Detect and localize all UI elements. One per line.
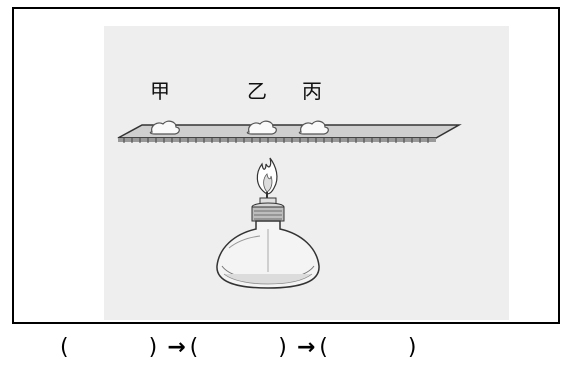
flame-icon bbox=[256, 157, 278, 198]
alcohol-lamp bbox=[216, 220, 320, 289]
close-paren-1: ) bbox=[148, 334, 158, 360]
wax-blob-a bbox=[149, 120, 180, 135]
open-paren-3: ( bbox=[319, 334, 328, 360]
open-paren-1: ( bbox=[60, 334, 69, 360]
close-paren-2: ) bbox=[278, 334, 287, 360]
experiment-illustration: 甲 乙 丙 bbox=[104, 26, 509, 320]
open-paren-2: ( bbox=[189, 334, 199, 360]
metal-strip bbox=[117, 124, 462, 143]
label-a: 甲 bbox=[150, 79, 170, 103]
label-b: 乙 bbox=[247, 79, 267, 103]
wax-blob-b bbox=[246, 120, 277, 135]
arrow-icon: → bbox=[167, 334, 186, 360]
wax-blob-c bbox=[298, 120, 329, 135]
close-paren-3: ) bbox=[407, 334, 417, 360]
answer-order-row: ( ) → ( ) → ( ) bbox=[60, 332, 520, 362]
burner-cap bbox=[251, 197, 285, 222]
burner-ruler-drawing bbox=[117, 120, 462, 289]
label-c: 丙 bbox=[302, 79, 322, 103]
arrow-icon: → bbox=[296, 334, 316, 360]
figure-frame: 甲 乙 丙 bbox=[12, 7, 560, 324]
